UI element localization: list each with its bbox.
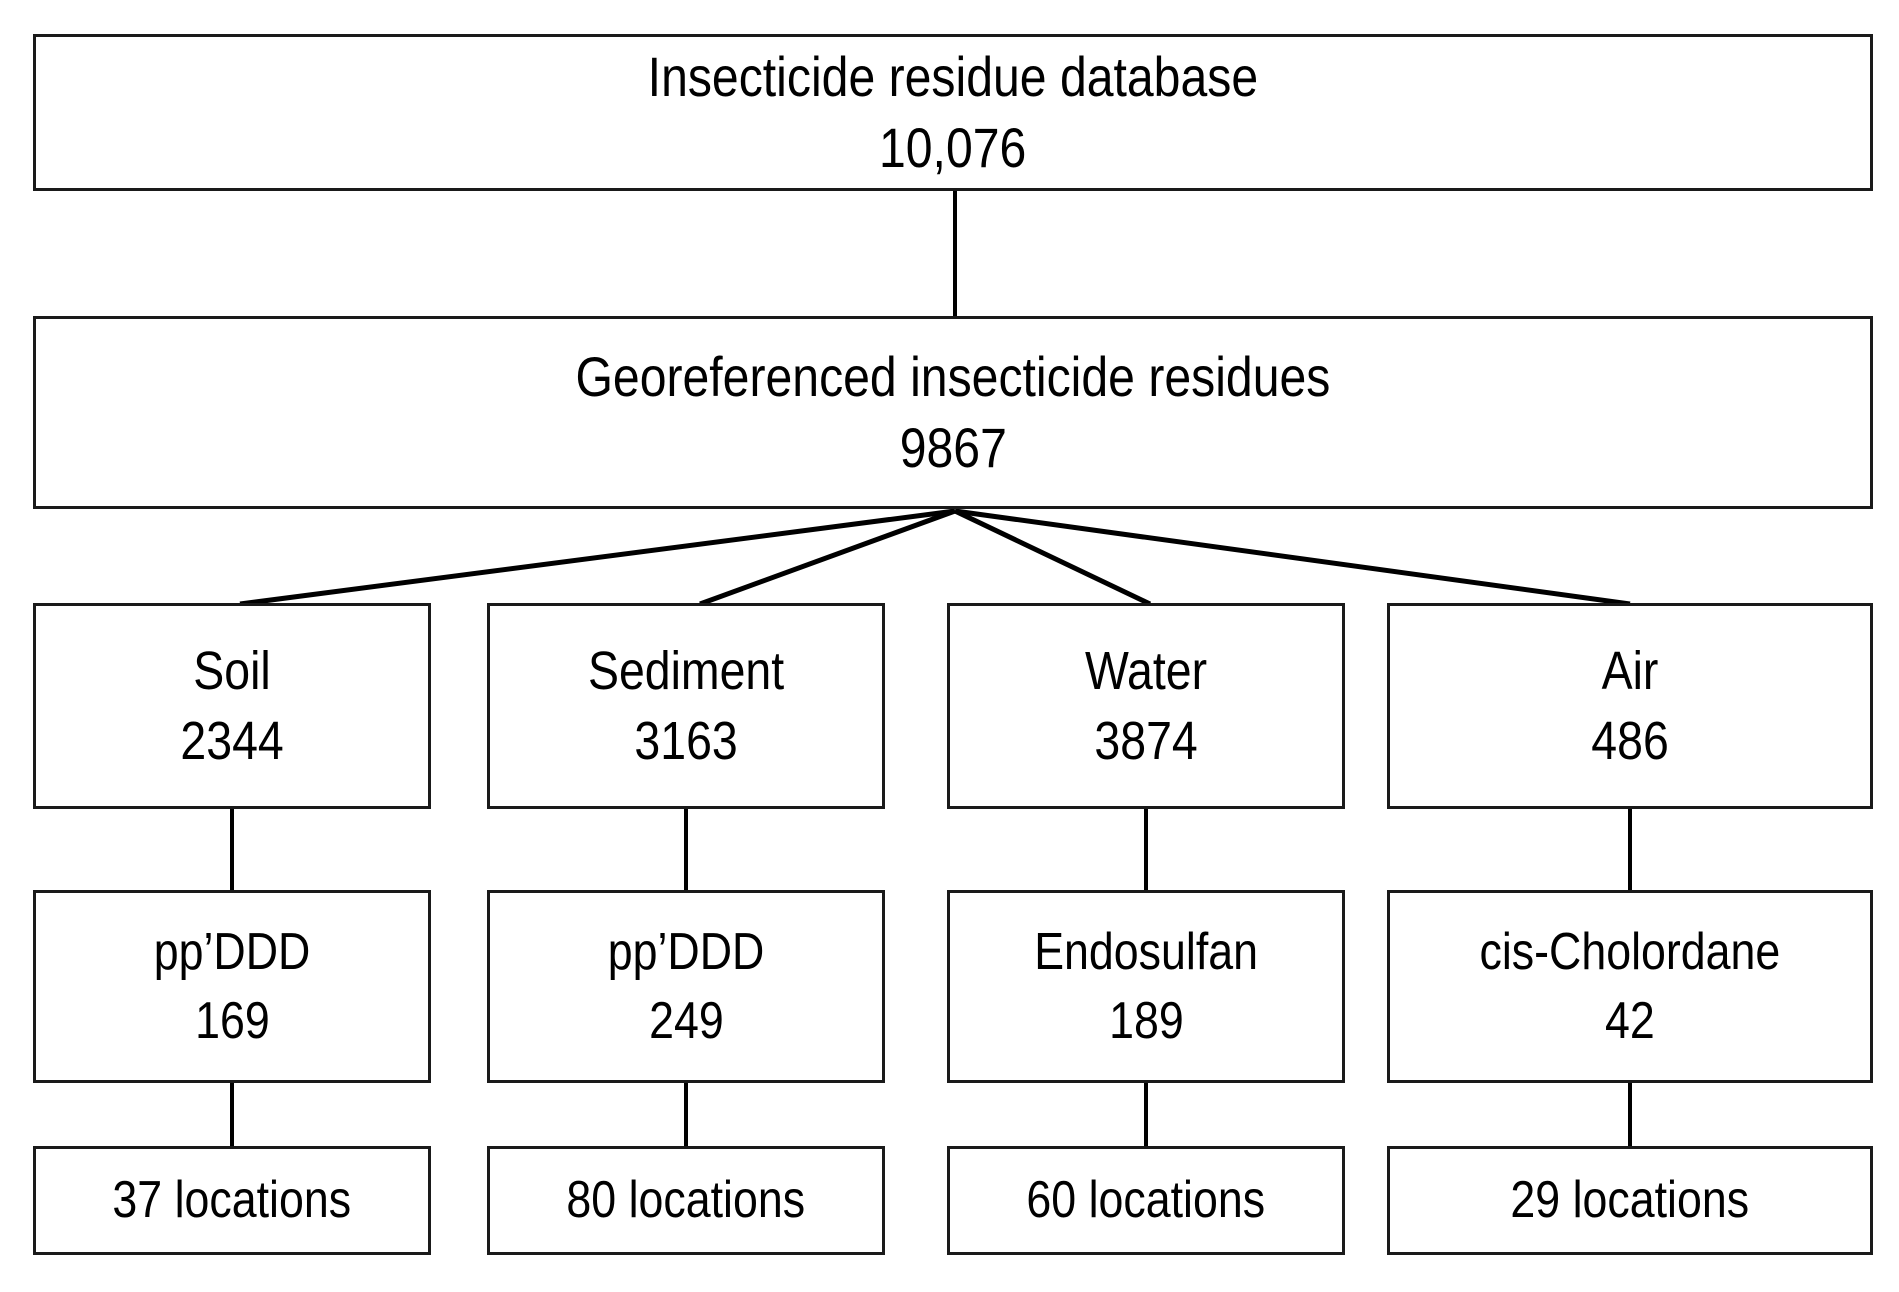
connector-geo-to-air [954,508,1631,607]
locations-air-label: 29 locations [1510,1171,1750,1230]
compound-water-title: Endosulfan [1034,923,1258,982]
node-media-sediment: Sediment 3163 [487,603,885,809]
compound-water-count: 189 [1108,991,1184,1050]
media-soil-title: Soil [193,640,271,701]
node-locations-soil: 37 locations [33,1146,431,1255]
georeferenced-title: Georeferenced insecticide residues [575,344,1331,408]
compound-sediment-count: 249 [648,991,724,1050]
node-georeferenced-insecticide-residues: Georeferenced insecticide residues 9867 [33,316,1873,509]
media-soil-count: 2344 [180,711,284,771]
compound-air-count: 42 [1605,991,1655,1050]
root-title: Insecticide residue database [647,44,1259,108]
locations-soil-label: 37 locations [112,1171,352,1230]
node-compound-sediment: pp’DDD 249 [487,890,885,1083]
media-water-count: 3874 [1094,711,1198,771]
media-water-title: Water [1084,640,1208,701]
compound-soil-count: 169 [194,991,270,1050]
media-sediment-title: Sediment [587,640,785,701]
connector-geo-to-water [953,508,1152,607]
node-compound-soil: pp’DDD 169 [33,890,431,1083]
media-sediment-count: 3163 [634,711,738,771]
locations-water-label: 60 locations [1026,1171,1266,1230]
georeferenced-count: 9867 [899,415,1007,479]
node-insecticide-residue-database: Insecticide residue database 10,076 [33,34,1873,191]
compound-soil-title: pp’DDD [153,923,311,982]
node-compound-air: cis-Cholordane 42 [1387,890,1873,1083]
node-media-air: Air 486 [1387,603,1873,809]
media-air-count: 486 [1591,711,1669,771]
locations-sediment-label: 80 locations [566,1171,806,1230]
node-media-water: Water 3874 [947,603,1345,809]
node-compound-water: Endosulfan 189 [947,890,1345,1083]
compound-sediment-title: pp’DDD [607,923,765,982]
node-locations-air: 29 locations [1387,1146,1873,1255]
connector-geo-to-sediment [699,508,956,607]
compound-air-title: cis-Cholordane [1479,923,1781,982]
node-media-soil: Soil 2344 [33,603,431,809]
root-count: 10,076 [879,115,1027,179]
media-air-title: Air [1601,640,1659,701]
node-locations-water: 60 locations [947,1146,1345,1255]
connector-geo-to-soil [239,508,956,607]
node-locations-sediment: 80 locations [487,1146,885,1255]
